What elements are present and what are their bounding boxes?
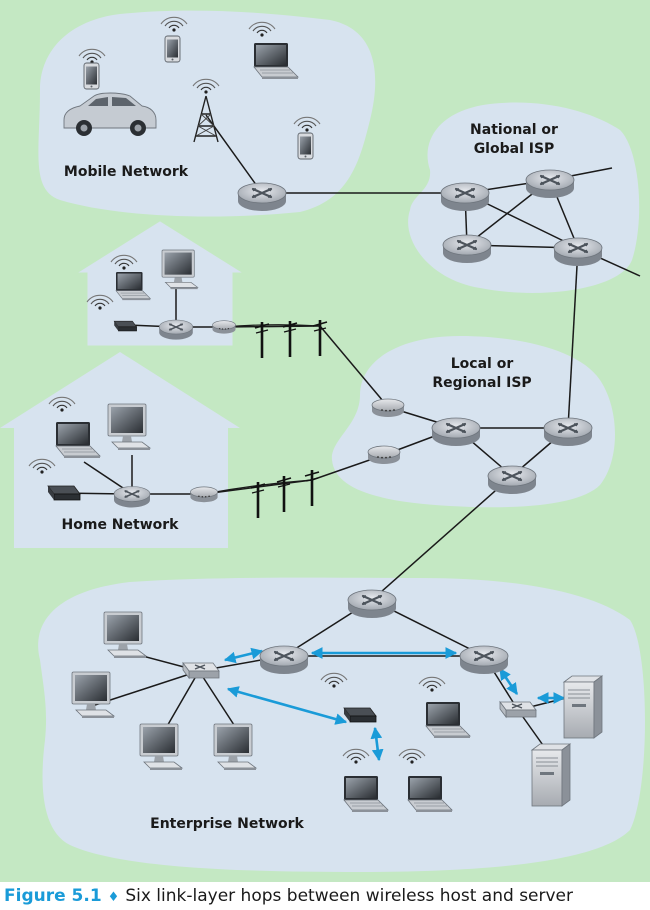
phone-icon [83, 62, 100, 90]
home-network-label: Home Network [62, 517, 180, 533]
local-isp-label-line1: Local or [451, 356, 514, 372]
desktop-icon [161, 249, 199, 290]
caption-bullet: ♦ [107, 890, 120, 905]
modem-icon [371, 398, 405, 418]
phone-icon [164, 35, 181, 63]
upper-house [78, 221, 242, 346]
router-icon [552, 236, 604, 268]
telephone-pole-icon [253, 320, 271, 360]
modem-icon [189, 486, 219, 503]
router-icon [258, 644, 310, 676]
router-icon [346, 588, 398, 620]
router-icon [158, 319, 194, 341]
mobile-network-label: Mobile Network [64, 164, 189, 180]
access-point-icon [343, 707, 377, 723]
router-icon [113, 485, 151, 509]
access-point-icon [113, 320, 137, 332]
cell-tower-icon [193, 95, 219, 143]
switch-icon [182, 662, 220, 679]
modem-icon [367, 445, 401, 465]
hop-arrow [223, 647, 264, 664]
figure-caption: Figure 5.1 ♦ Six link-layer hops between w… [4, 884, 650, 908]
desktop-icon [71, 671, 115, 719]
telephone-pole-icon [249, 480, 267, 520]
router-icon [441, 233, 493, 265]
router-icon [430, 416, 482, 448]
desktop-icon [107, 403, 151, 451]
link-layer-hops [223, 647, 566, 762]
hop-arrow [370, 726, 384, 762]
car-icon [63, 92, 157, 136]
national-isp-label-line2: Global ISP [474, 141, 555, 157]
server-icon [563, 675, 603, 739]
local-isp-label-line2: Regional ISP [432, 375, 531, 391]
desktop-icon [103, 611, 147, 659]
server-icon [531, 743, 571, 807]
hop-arrow [226, 686, 348, 725]
desktop-icon [213, 723, 257, 771]
caption-text: Six link-layer hops between wireless hos… [125, 886, 574, 906]
telephone-pole-icon [303, 468, 321, 508]
router-icon [439, 181, 491, 213]
desktop-icon [139, 723, 183, 771]
national-isp-label-line1: National or [470, 122, 558, 138]
router-icon [542, 416, 594, 448]
telephone-pole-icon [311, 318, 329, 358]
access-point-icon [47, 485, 81, 501]
figure-number: Figure 5.1 [4, 886, 102, 906]
router-icon [236, 181, 288, 213]
switch-icon [499, 701, 537, 718]
router-icon [524, 168, 576, 200]
enterprise-network-label: Enterprise Network [150, 816, 304, 832]
router-icon [486, 464, 538, 496]
modem-icon [212, 320, 236, 335]
router-icon [458, 644, 510, 676]
hop-arrow [498, 668, 519, 695]
phone-icon [297, 132, 314, 160]
network-diagram: Mobile Network National or Global ISP Lo… [0, 0, 650, 882]
